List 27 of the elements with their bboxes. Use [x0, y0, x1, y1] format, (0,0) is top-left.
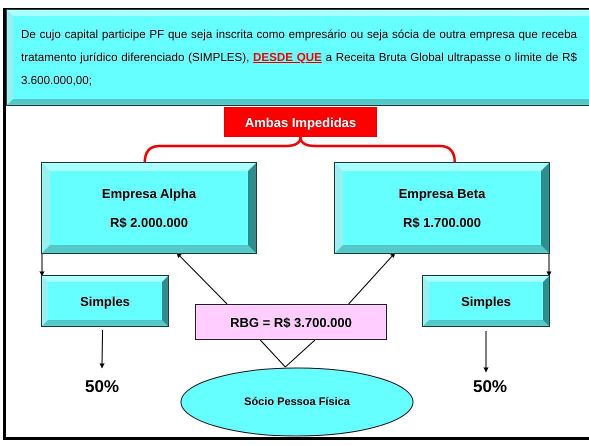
company-box [42, 276, 168, 326]
box-value: R$ 1.700.000 [402, 215, 482, 230]
percentage-text: 50% [465, 374, 515, 400]
ellipse-label: Sócio Pessoa Física [244, 396, 350, 408]
arrow [546, 252, 552, 276]
company-box [42, 163, 256, 253]
note-box [7, 10, 589, 105]
arrow [484, 330, 488, 372]
box-title: Simples [461, 294, 511, 308]
company-box [423, 276, 549, 326]
company-box [335, 163, 549, 253]
arrow [176, 252, 228, 304]
percentage-text: 50% [77, 374, 127, 400]
total-box: RBG = R$ 3.700.000 [195, 304, 387, 340]
note-text: De cujo capital participe PF que seja inscrita como empresário ou seja sócia de outra empresa que receba tratamento jurídico diferenciado (SIMPLES), DESDE QUE a Receita Bruta Global ultrapasse o limite de R$ 3.600.000,00; [21, 27, 577, 89]
brace-connector [299, 136, 456, 164]
brace-connector [260, 340, 286, 368]
brace-connector [143, 136, 302, 164]
heading-label: Ambas Impedidas [224, 107, 377, 137]
box-title: Empresa Beta [398, 186, 486, 201]
arrow [348, 252, 396, 304]
box-value: R$ 2.000.000 [110, 215, 188, 230]
arrow [100, 330, 105, 368]
brace-connector [284, 340, 316, 368]
box-title: Simples [80, 294, 130, 308]
arrow [40, 252, 44, 276]
box-title: Empresa Alpha [102, 186, 196, 201]
